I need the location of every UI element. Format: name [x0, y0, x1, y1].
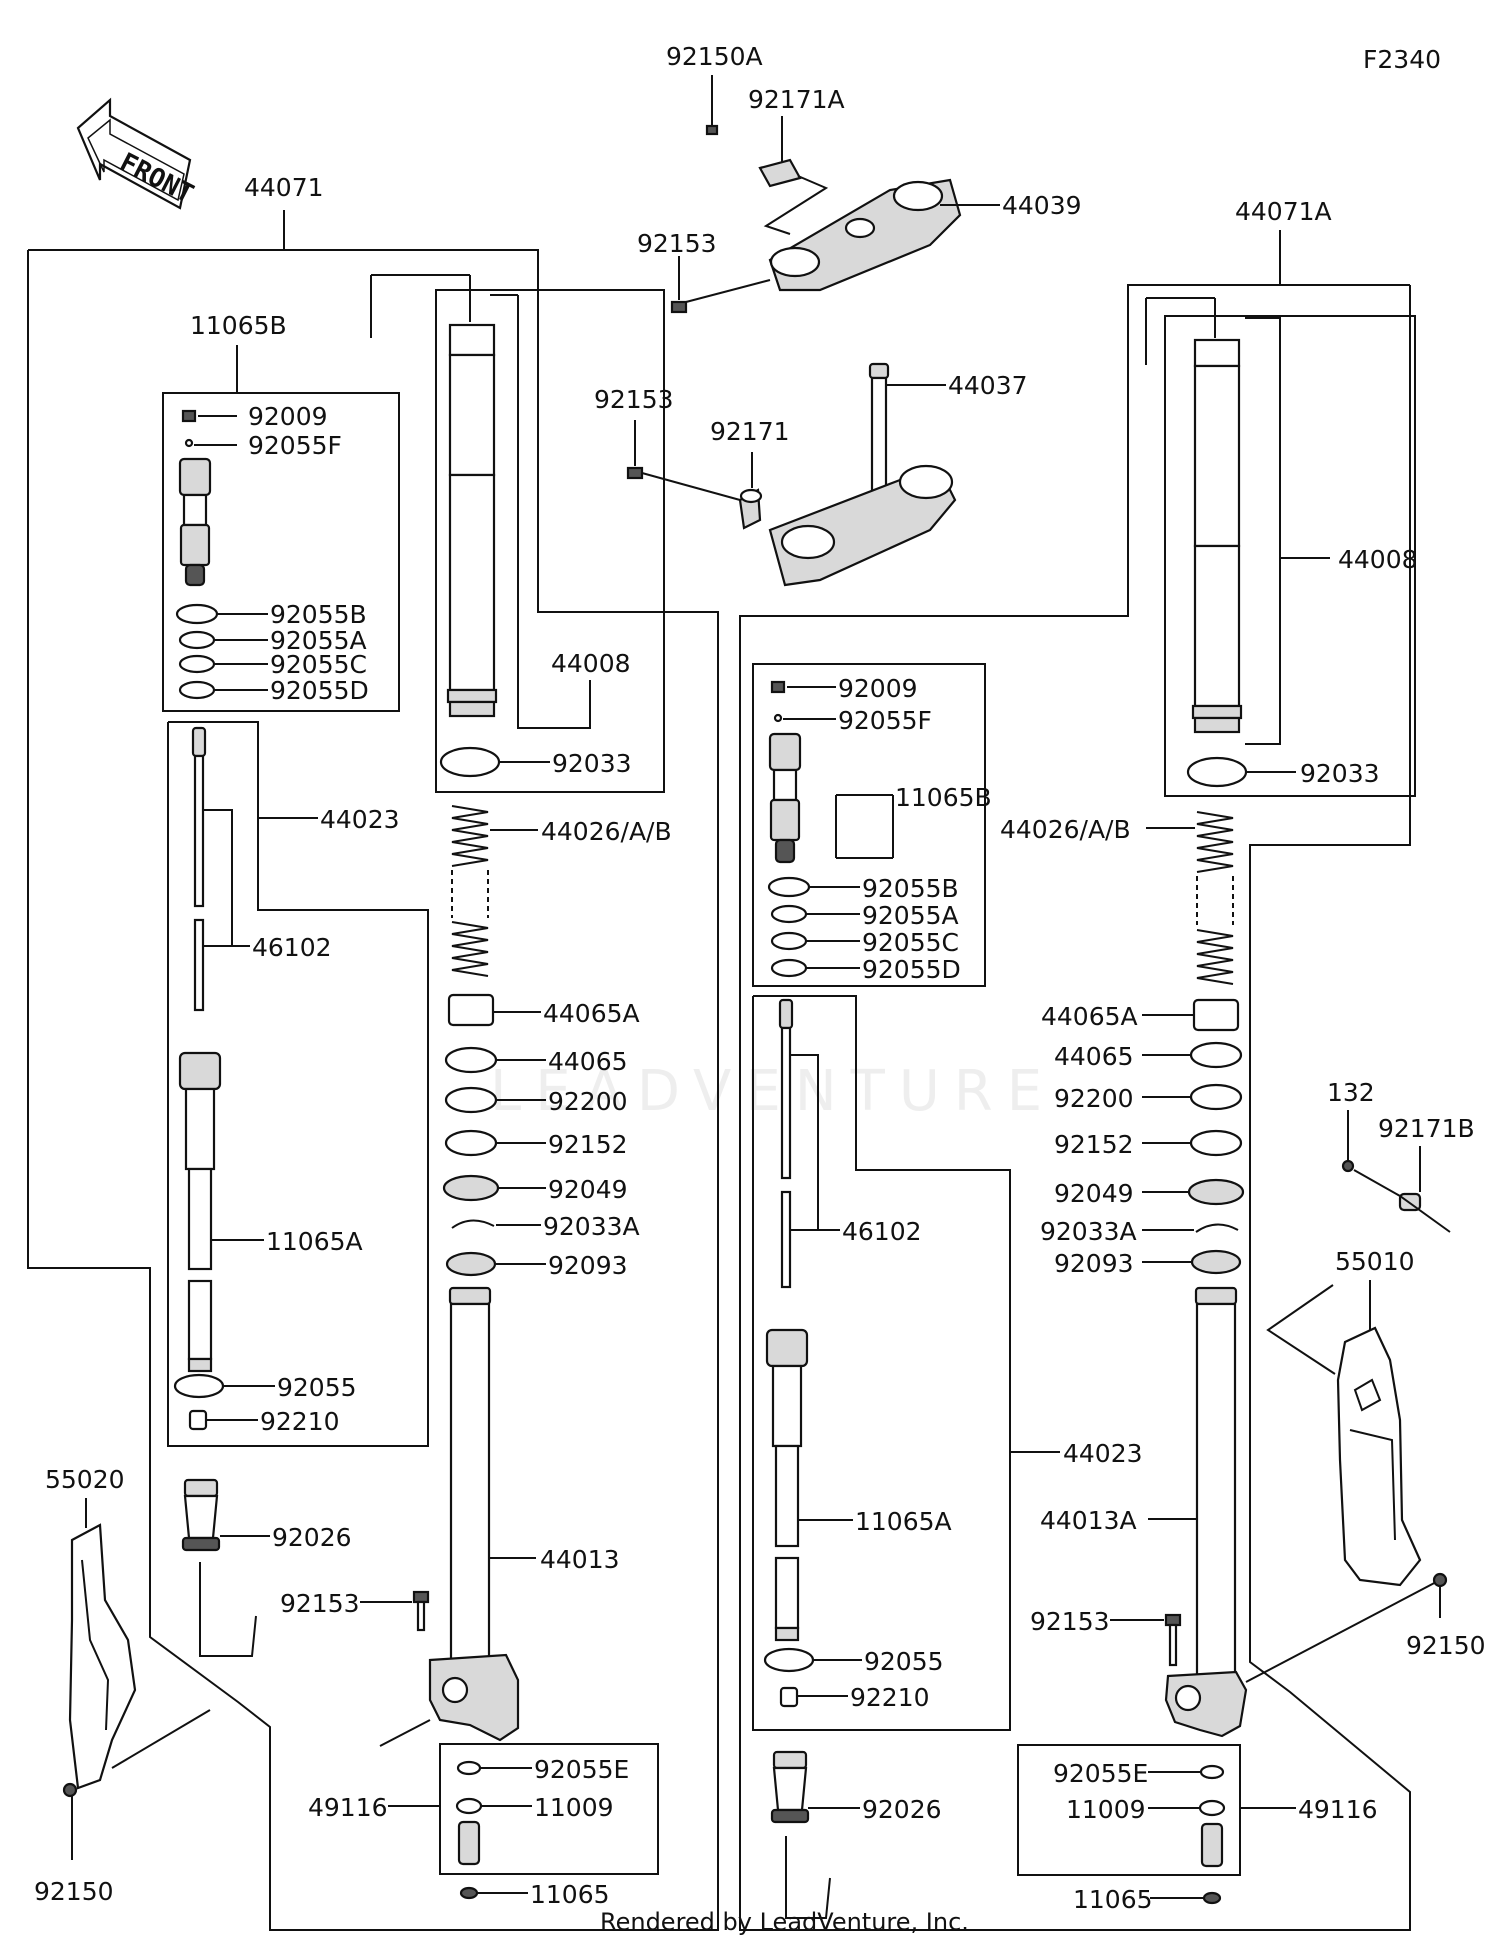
label-92055A-right: 92055A [862, 901, 959, 930]
label-92055F-right: 92055F [838, 706, 932, 735]
label-92150A: 92150A [666, 42, 763, 71]
label-44023-left: 44023 [320, 805, 400, 834]
label-44023-right: 44023 [1063, 1439, 1143, 1468]
label-92033-right: 92033 [1300, 759, 1380, 788]
label-44037: 44037 [948, 371, 1028, 400]
label-44008-left: 44008 [551, 649, 631, 678]
label-92026-left: 92026 [272, 1523, 352, 1552]
label-11065-right: 11065 [1073, 1885, 1153, 1914]
label-92033A-left: 92033A [543, 1212, 640, 1241]
label-92093-left: 92093 [548, 1251, 628, 1280]
spring-left [451, 805, 489, 977]
label-92150-right: 92150 [1406, 1631, 1486, 1660]
figure-code: F2340 [1363, 45, 1441, 74]
label-92055C-right: 92055C [862, 928, 959, 957]
label-92152-left: 92152 [548, 1130, 628, 1159]
label-11065B-right: 11065B [895, 783, 992, 812]
label-55020: 55020 [45, 1465, 125, 1494]
label-92055-right: 92055 [864, 1647, 944, 1676]
label-11065A-left: 11065A [266, 1227, 363, 1256]
label-92153-stem: 92153 [594, 385, 674, 414]
label-46102-left: 46102 [252, 933, 332, 962]
label-132: 132 [1327, 1078, 1375, 1107]
label-44013A: 44013A [1040, 1506, 1137, 1535]
label-92055B-right: 92055B [862, 874, 959, 903]
label-11009-right: 11009 [1066, 1795, 1146, 1824]
label-92093-right: 92093 [1054, 1249, 1134, 1278]
label-92171A: 92171A [748, 85, 845, 114]
label-92049-left: 92049 [548, 1175, 628, 1204]
front-arrow-icon: FRONT [76, 97, 198, 210]
label-44013-left: 44013 [540, 1545, 620, 1574]
label-92055C-left: 92055C [270, 650, 367, 679]
watermark: LEADVENTURE [490, 1059, 1056, 1124]
label-92152-right: 92152 [1054, 1130, 1134, 1159]
label-92055E-left: 92055E [534, 1755, 629, 1784]
label-92200-left: 92200 [548, 1087, 628, 1116]
label-46102-right: 46102 [842, 1217, 922, 1246]
label-11065A-right: 11065A [855, 1507, 952, 1536]
label-44065-left: 44065 [548, 1047, 628, 1076]
label-92009-right: 92009 [838, 674, 918, 703]
label-92153-right: 92153 [1030, 1607, 1110, 1636]
label-92055A-left: 92055A [270, 626, 367, 655]
label-49116-right: 49116 [1298, 1795, 1378, 1824]
label-92009-left: 92009 [248, 402, 328, 431]
label-92049-right: 92049 [1054, 1179, 1134, 1208]
label-44065-right: 44065 [1054, 1042, 1134, 1071]
label-11065B-left: 11065B [190, 311, 287, 340]
label-11065-left: 11065 [530, 1880, 610, 1909]
label-92171B: 92171B [1378, 1114, 1475, 1143]
label-44065A-right: 44065A [1041, 1002, 1138, 1031]
label-49116-left: 49116 [308, 1793, 388, 1822]
label-55010: 55010 [1335, 1247, 1415, 1276]
label-92055E-right: 92055E [1053, 1759, 1148, 1788]
label-92055D-right: 92055D [862, 955, 961, 984]
label-92033-left: 92033 [552, 749, 632, 778]
label-44039: 44039 [1002, 191, 1082, 220]
spring-right [1196, 811, 1234, 985]
label-92055B-left: 92055B [270, 600, 367, 629]
label-11009-left: 11009 [534, 1793, 614, 1822]
label-92171: 92171 [710, 417, 790, 446]
label-92210-right: 92210 [850, 1683, 930, 1712]
label-92150-left: 92150 [34, 1877, 114, 1906]
label-44071: 44071 [244, 173, 324, 202]
label-92055-left: 92055 [277, 1373, 357, 1402]
label-44071A: 44071A [1235, 197, 1332, 226]
label-92033A-right: 92033A [1040, 1217, 1137, 1246]
label-92153-left: 92153 [280, 1589, 360, 1618]
label-92055F-left: 92055F [248, 431, 342, 460]
label-92026-right: 92026 [862, 1795, 942, 1824]
label-44065A-left: 44065A [543, 999, 640, 1028]
label-44026-right: 44026/A/B [1000, 815, 1131, 844]
footer-credit: Rendered by LeadVenture, Inc. [600, 1908, 969, 1936]
label-92200-right: 92200 [1054, 1084, 1134, 1113]
label-92055D-left: 92055D [270, 676, 369, 705]
label-92210-left: 92210 [260, 1407, 340, 1436]
label-92153-upper: 92153 [637, 229, 717, 258]
label-44008-right: 44008 [1338, 545, 1418, 574]
label-44026-left: 44026/A/B [541, 817, 672, 846]
